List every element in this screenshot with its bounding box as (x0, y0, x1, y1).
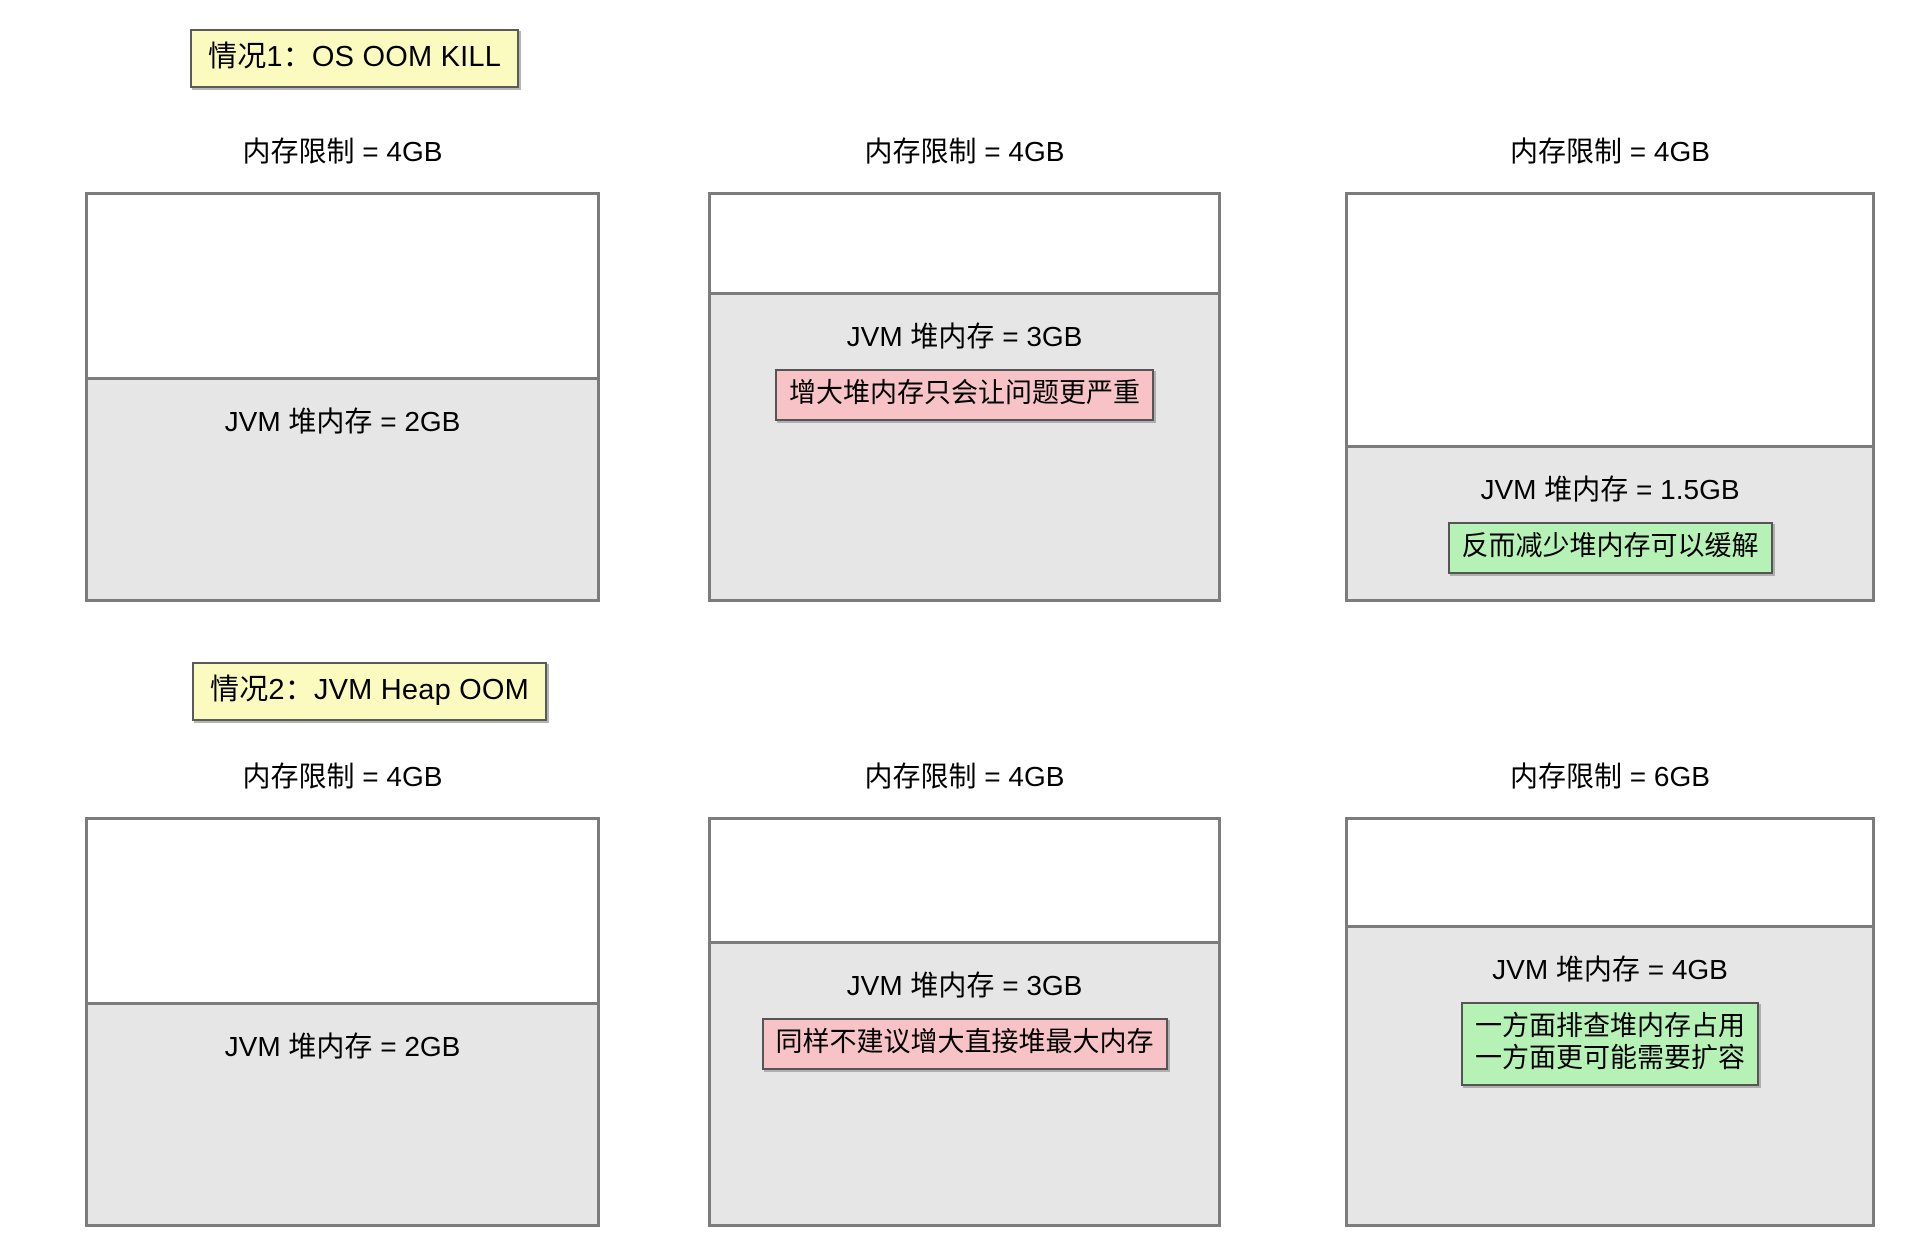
memory-box-r1c1: JVM 堆内存 = 2GB (85, 192, 600, 602)
memory-limit-caption-r2c3: 内存限制 = 6GB (1510, 761, 1710, 792)
memory-limit-caption-r2c1: 内存限制 = 4GB (242, 761, 443, 792)
heap-region-r1c1: JVM 堆内存 = 2GB (88, 376, 597, 599)
memory-box-r2c3: JVM 堆内存 = 4GB 一方面排查堆内存占用 一方面更可能需要扩容 (1345, 817, 1875, 1227)
heap-region-r1c2: JVM 堆内存 = 3GB 增大堆内存只会让问题更严重 (711, 291, 1218, 599)
heap-label-r2c3: JVM 堆内存 = 4GB (1492, 954, 1728, 986)
memory-box-r2c1: JVM 堆内存 = 2GB (85, 817, 600, 1227)
annotation-line: 一方面更可能需要扩容 (1475, 1042, 1745, 1073)
free-memory-region-r2c2 (711, 820, 1218, 942)
memory-box-r2c2: JVM 堆内存 = 3GB 同样不建议增大直接堆最大内存 (708, 817, 1221, 1227)
free-memory-region-r1c2 (711, 195, 1218, 292)
annotation-note-r1c3: 反而减少堆内存可以缓解 (1447, 522, 1773, 575)
free-memory-region-r2c1 (88, 820, 597, 1002)
heap-region-r1c3: JVM 堆内存 = 1.5GB 反而减少堆内存可以缓解 (1348, 445, 1872, 599)
memory-limit-caption-r1c3: 内存限制 = 4GB (1510, 136, 1710, 167)
memory-limit-caption-r2c2: 内存限制 = 4GB (864, 761, 1065, 792)
memory-box-r1c2: JVM 堆内存 = 3GB 增大堆内存只会让问题更严重 (708, 192, 1221, 602)
annotation-line: 一方面排查堆内存占用 (1475, 1011, 1745, 1042)
annotation-note-r1c2: 增大堆内存只会让问题更严重 (775, 368, 1154, 421)
annotation-line: 增大堆内存只会让问题更严重 (789, 377, 1140, 408)
annotation-note-r2c3: 一方面排查堆内存占用 一方面更可能需要扩容 (1461, 1002, 1759, 1086)
section-title-1: 情况1：OS OOM KILL (190, 29, 520, 88)
free-memory-region-r1c3 (1348, 195, 1872, 446)
heap-region-r2c1: JVM 堆内存 = 2GB (88, 1001, 597, 1224)
annotation-note-r2c2: 同样不建议增大直接堆最大内存 (761, 1018, 1168, 1071)
heap-label-r1c1: JVM 堆内存 = 2GB (224, 405, 461, 437)
section-title-2: 情况2：JVM Heap OOM (192, 662, 548, 721)
annotation-line: 反而减少堆内存可以缓解 (1461, 531, 1759, 562)
free-memory-region-r2c3 (1348, 820, 1872, 926)
memory-limit-caption-r1c1: 内存限制 = 4GB (242, 136, 443, 167)
heap-label-r2c1: JVM 堆内存 = 2GB (224, 1030, 461, 1062)
memory-limit-caption-r1c2: 内存限制 = 4GB (864, 136, 1065, 167)
heap-label-r1c2: JVM 堆内存 = 3GB (846, 320, 1083, 352)
memory-box-r1c3: JVM 堆内存 = 1.5GB 反而减少堆内存可以缓解 (1345, 192, 1875, 602)
heap-region-r2c3: JVM 堆内存 = 4GB 一方面排查堆内存占用 一方面更可能需要扩容 (1348, 925, 1872, 1224)
heap-region-r2c2: JVM 堆内存 = 3GB 同样不建议增大直接堆最大内存 (711, 941, 1218, 1224)
heap-label-r2c2: JVM 堆内存 = 3GB (846, 970, 1083, 1002)
annotation-line: 同样不建议增大直接堆最大内存 (775, 1027, 1154, 1058)
heap-label-r1c3: JVM 堆内存 = 1.5GB (1480, 474, 1740, 506)
free-memory-region-r1c1 (88, 195, 597, 377)
